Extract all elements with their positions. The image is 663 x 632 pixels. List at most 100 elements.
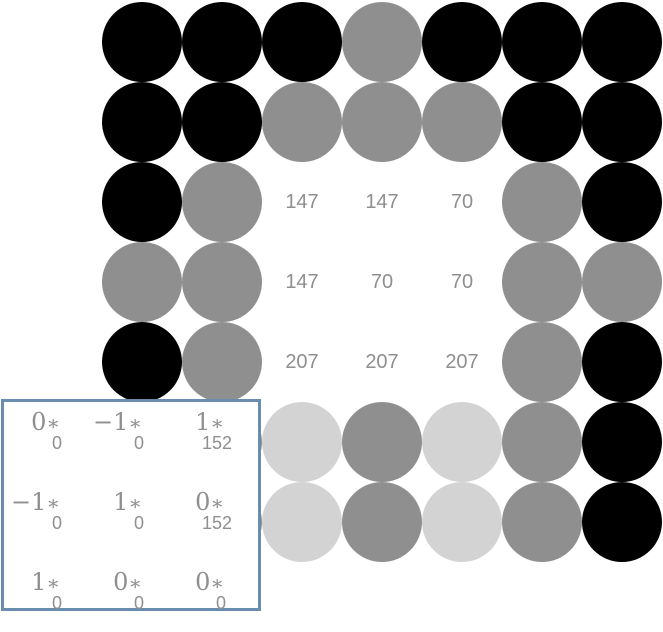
pixel-dot bbox=[102, 162, 182, 242]
kernel-weight-value: −1 bbox=[93, 408, 129, 436]
pixel-dot bbox=[262, 402, 342, 482]
pixel-value-label: 70 bbox=[370, 271, 394, 293]
pixel-dot bbox=[182, 2, 262, 82]
kernel-cell: 0∗0 bbox=[170, 562, 250, 632]
pixel-dot bbox=[182, 82, 262, 162]
kernel-input-value: 0 bbox=[215, 593, 226, 613]
kernel-weight: 1∗ bbox=[31, 568, 60, 596]
kernel-weight-value: 1 bbox=[113, 488, 129, 516]
pixel-dot bbox=[262, 482, 342, 562]
pixel-dot-gray bbox=[582, 242, 662, 322]
pixel-dot-gray bbox=[342, 402, 422, 482]
pixel-dot-black bbox=[182, 82, 262, 162]
pixel-dot-black bbox=[582, 82, 662, 162]
kernel-cell: −1∗0 bbox=[6, 482, 86, 552]
pixel-dot-gray bbox=[502, 162, 582, 242]
pixel-dot bbox=[582, 242, 662, 322]
kernel-cell: 1∗0 bbox=[88, 482, 168, 552]
pixel-dot bbox=[342, 2, 422, 82]
kernel-input-value: 0 bbox=[133, 433, 144, 453]
pixel-value: 70 bbox=[422, 242, 502, 322]
kernel-weight-value: 0 bbox=[31, 408, 47, 436]
pixel-dot bbox=[502, 242, 582, 322]
pixel-value-label: 207 bbox=[365, 351, 399, 373]
pixel-dot bbox=[342, 482, 422, 562]
kernel-weight-value: 0 bbox=[195, 488, 211, 516]
kernel-cell: 0∗0 bbox=[6, 402, 86, 472]
pixel-dot-light bbox=[262, 482, 342, 562]
kernel-weight-value: 0 bbox=[195, 568, 211, 596]
pixel-dot bbox=[102, 82, 182, 162]
kernel-weight: 0∗ bbox=[195, 488, 224, 516]
pixel-value-label: 207 bbox=[285, 351, 319, 373]
pixel-value: 207 bbox=[422, 322, 502, 402]
kernel-weight-value: −1 bbox=[11, 488, 47, 516]
kernel-cell: −1∗0 bbox=[88, 402, 168, 472]
kernel-weight: 1∗ bbox=[113, 488, 142, 516]
pixel-dot bbox=[582, 162, 662, 242]
kernel-input-value: 0 bbox=[51, 433, 62, 453]
multiply-operator: ∗ bbox=[46, 491, 60, 515]
pixel-dot-black bbox=[102, 322, 182, 402]
multiply-operator: ∗ bbox=[210, 411, 224, 435]
pixel-dot bbox=[502, 322, 582, 402]
pixel-dot-black bbox=[422, 2, 502, 82]
pixel-value-label: 207 bbox=[445, 351, 479, 373]
pixel-dot-black bbox=[582, 402, 662, 482]
kernel-weight-value: 1 bbox=[31, 568, 47, 596]
multiply-operator: ∗ bbox=[128, 491, 142, 515]
pixel-dot-gray bbox=[502, 322, 582, 402]
kernel-weight: 0∗ bbox=[31, 408, 60, 436]
pixel-dot bbox=[182, 242, 262, 322]
pixel-dot bbox=[102, 322, 182, 402]
kernel-weight: −1∗ bbox=[93, 408, 142, 436]
kernel-weight: 0∗ bbox=[195, 568, 224, 596]
pixel-dot-black bbox=[502, 82, 582, 162]
pixel-dot bbox=[342, 82, 422, 162]
pixel-dot-gray bbox=[182, 322, 262, 402]
pixel-dot bbox=[262, 82, 342, 162]
kernel-input-value: 0 bbox=[133, 593, 144, 613]
pixel-dot bbox=[342, 402, 422, 482]
kernel-input-value: 0 bbox=[51, 593, 62, 613]
pixel-dot-black bbox=[102, 2, 182, 82]
pixel-dot-gray bbox=[502, 242, 582, 322]
pixel-dot-black bbox=[182, 2, 262, 82]
pixel-dot bbox=[102, 2, 182, 82]
kernel-cell: 0∗0 bbox=[88, 562, 168, 632]
kernel-weight: 0∗ bbox=[113, 568, 142, 596]
pixel-dot bbox=[422, 482, 502, 562]
pixel-dot-gray bbox=[422, 82, 502, 162]
pixel-dot bbox=[582, 482, 662, 562]
pixel-value-label: 70 bbox=[450, 271, 474, 293]
kernel-input-value: 0 bbox=[51, 513, 62, 533]
kernel-weight-value: 1 bbox=[195, 408, 211, 436]
pixel-value: 147 bbox=[262, 242, 342, 322]
kernel-input-value: 0 bbox=[133, 513, 144, 533]
kernel-input-value: 152 bbox=[201, 513, 232, 533]
pixel-dot-black bbox=[582, 322, 662, 402]
pixel-dot-gray bbox=[502, 402, 582, 482]
pixel-dot-black bbox=[582, 482, 662, 562]
kernel-cell: 0∗152 bbox=[170, 482, 250, 552]
pixel-dot-gray bbox=[502, 482, 582, 562]
pixel-value: 207 bbox=[262, 322, 342, 402]
pixel-dot bbox=[502, 2, 582, 82]
pixel-dot bbox=[502, 162, 582, 242]
pixel-dot bbox=[422, 402, 502, 482]
pixel-dot bbox=[182, 162, 262, 242]
pixel-value: 147 bbox=[262, 162, 342, 242]
pixel-dot-black bbox=[262, 2, 342, 82]
multiply-operator: ∗ bbox=[46, 571, 60, 595]
pixel-dot-light bbox=[422, 402, 502, 482]
pixel-dot bbox=[582, 322, 662, 402]
pixel-value-label: 70 bbox=[450, 191, 474, 213]
pixel-dot-gray bbox=[342, 82, 422, 162]
kernel-input-value: 152 bbox=[201, 433, 232, 453]
pixel-dot-gray bbox=[102, 242, 182, 322]
multiply-operator: ∗ bbox=[46, 411, 60, 435]
pixel-dot-black bbox=[102, 162, 182, 242]
pixel-value: 70 bbox=[342, 242, 422, 322]
pixel-dot-light bbox=[422, 482, 502, 562]
